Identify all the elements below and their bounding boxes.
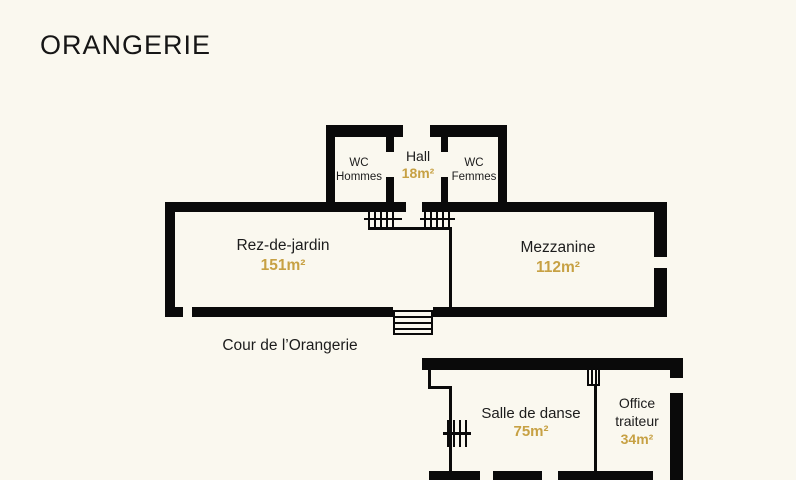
wall-salle-left-upper <box>428 370 431 389</box>
wall-bottom-section-right-upper <box>670 358 683 378</box>
room-area: 34m² <box>620 431 654 447</box>
wall-main-right-lower <box>654 268 667 317</box>
courtyard-label: Cour de l’Orangerie <box>222 336 357 356</box>
stairs-rail-line <box>364 218 402 220</box>
room-name-line: WC <box>349 157 369 169</box>
room-name-line: Hommes <box>335 171 383 183</box>
wall-bottom-section-top <box>422 358 683 370</box>
room-label-office-traiteur: Office traiteur 34m² <box>615 394 659 448</box>
room-name: Rez-de-jardin <box>236 237 330 254</box>
room-label-wc-femmes: WC Femmes <box>452 156 497 184</box>
room-area: 18m² <box>401 165 435 181</box>
wall-bottom-section-bottom-3 <box>558 471 653 480</box>
wall-bottom-section-bottom-1 <box>429 471 480 480</box>
room-name-line: traiteur <box>615 413 659 429</box>
stairs-rail-line <box>420 218 455 220</box>
room-name: Mezzanine <box>520 239 596 256</box>
room-area: 75m² <box>513 423 549 440</box>
room-name-line: Femmes <box>451 171 497 183</box>
room-name: Hall <box>405 148 431 164</box>
wall-wc-femmes-left-upper <box>441 137 448 152</box>
wall-wc-hommes-top <box>326 125 403 137</box>
wall-wc-femmes-left-lower <box>441 177 448 203</box>
stairs-rail-line <box>443 432 471 435</box>
wall-main-top-right <box>422 202 667 212</box>
exterior-stairs-icon <box>393 310 433 335</box>
room-label-wc-hommes: WC Hommes <box>336 156 382 184</box>
room-label-salle-de-danse: Salle de danse 75m² <box>481 405 580 441</box>
wall-main-bottom-left <box>192 307 393 317</box>
wall-main-top-left <box>165 202 406 212</box>
wall-salle-left-jog <box>428 386 452 389</box>
outdoor-area-name: Cour de l’Orangerie <box>222 337 358 354</box>
room-name-line: Office <box>618 395 656 411</box>
wall-wc-femmes-right <box>498 125 507 203</box>
wall-bottom-section-bottom-2 <box>493 471 542 480</box>
wall-bottom-section-right-lower <box>670 393 683 480</box>
room-label-mezzanine: Mezzanine 112m² <box>521 238 596 278</box>
room-label-rez-de-jardin: Rez-de-jardin 151m² <box>236 236 329 276</box>
wall-wc-femmes-top <box>430 125 507 137</box>
wall-main-right-upper <box>654 202 667 257</box>
wall-wc-hommes-right-lower <box>386 177 394 203</box>
wall-divider-salle-office <box>594 385 597 473</box>
wall-wc-hommes-right-upper <box>386 137 394 152</box>
wall-main-left <box>165 202 175 317</box>
page-title: ORANGERIE <box>40 30 212 60</box>
wall-main-bottom-corner <box>165 307 183 317</box>
room-name: Salle de danse <box>481 405 581 422</box>
wall-main-bottom-right <box>433 307 667 317</box>
room-area: 112m² <box>536 259 580 276</box>
wall-wc-hommes-left <box>326 125 335 203</box>
wall-stairs-landing-edge <box>368 227 452 230</box>
room-name-line: WC <box>464 157 484 169</box>
wall-divider-rez-mezzanine <box>449 228 452 309</box>
room-area: 151m² <box>260 257 306 274</box>
door-icon <box>587 368 600 386</box>
room-label-hall: Hall 18m² <box>402 148 435 182</box>
